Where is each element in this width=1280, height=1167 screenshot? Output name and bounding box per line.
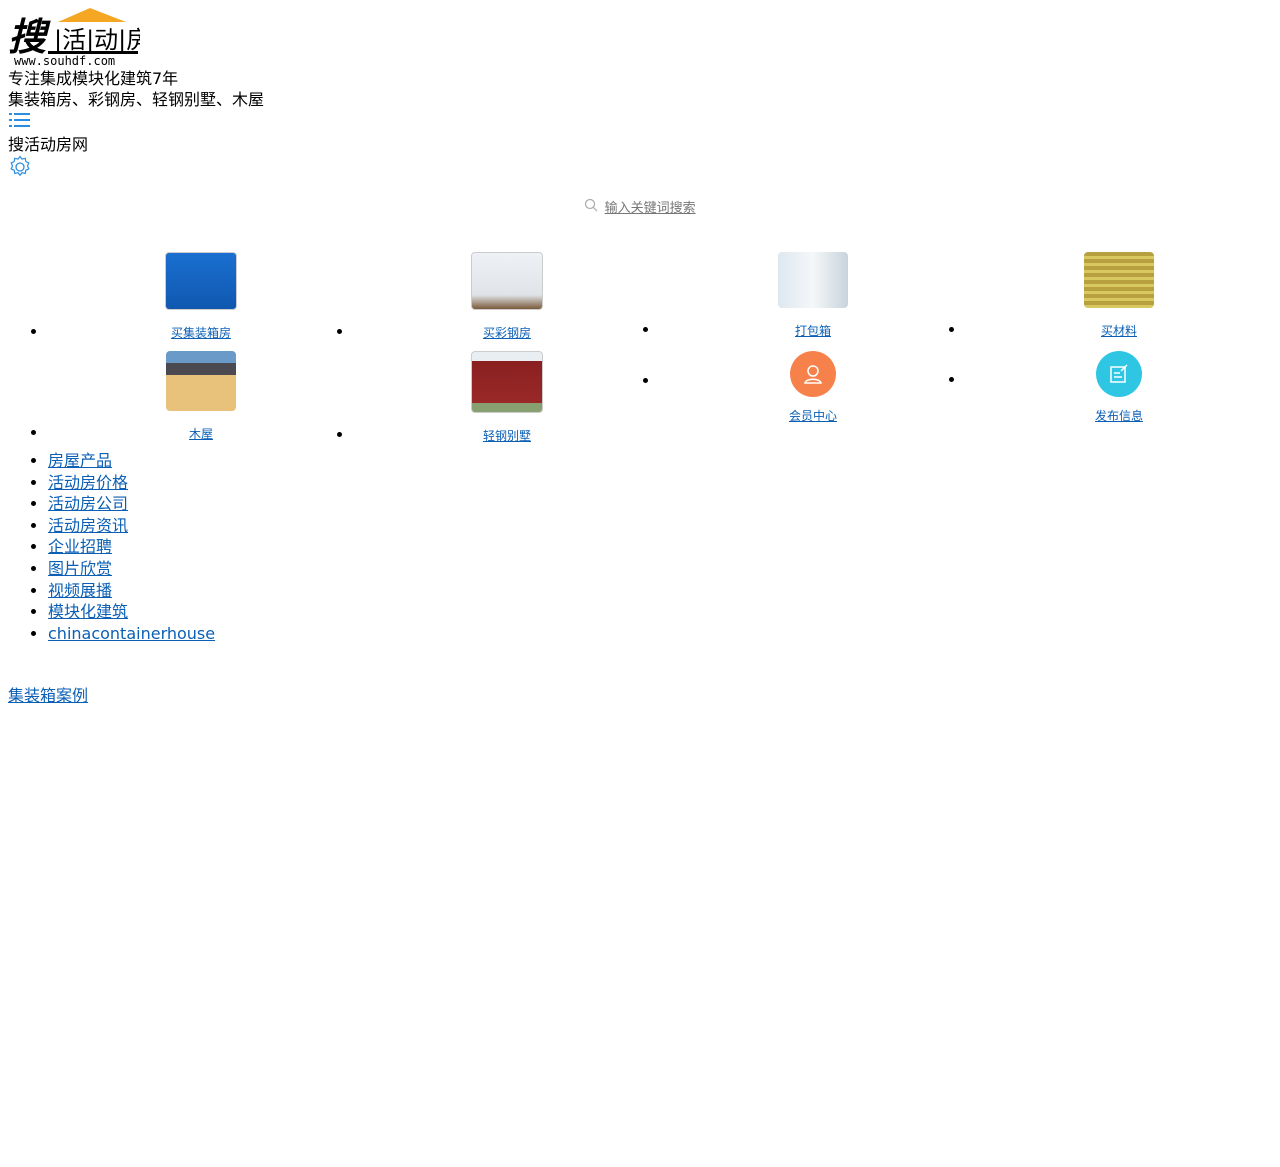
search-input[interactable]: 输入关键词搜索	[604, 201, 696, 216]
nav-item: 活动房价格	[48, 472, 1272, 494]
svg-text:搜: 搜	[8, 14, 51, 59]
nav-item: chinacontainerhouse	[48, 623, 1272, 645]
quick-links-grid: 买集装箱房 买彩钢房 打包箱 买材料 木屋 轻钢别墅 会员中心 发布信息	[8, 252, 1272, 444]
search-icon	[584, 198, 600, 216]
search-bar[interactable]: 输入关键词搜索	[8, 197, 1272, 216]
steel-house-image	[471, 252, 543, 310]
logo-url: www.souhdf.com	[14, 54, 115, 68]
nav-item: 活动房公司	[48, 493, 1272, 515]
slogan: 专注集成模块化建筑7年	[8, 69, 179, 88]
nav-item: 房屋产品	[48, 450, 1272, 472]
grid-item[interactable]: 买集装箱房	[48, 252, 354, 341]
grid-item[interactable]: 会员中心	[660, 351, 966, 444]
grid-item[interactable]: 发布信息	[966, 351, 1272, 444]
packed-container-image	[778, 252, 848, 308]
svg-text:|活|动|房: |活|动|房	[54, 26, 140, 54]
materials-image	[1084, 252, 1154, 308]
grid-item[interactable]: 木屋	[48, 351, 354, 444]
nav-item: 视频展播	[48, 580, 1272, 602]
grid-item[interactable]: 轻钢别墅	[354, 351, 660, 444]
menu-icon[interactable]	[8, 110, 1272, 134]
user-icon	[790, 351, 836, 397]
wooden-house-image	[166, 351, 236, 411]
site-logo[interactable]: 搜 |活|动|房 www.souhdf.com	[8, 8, 150, 68]
nav-item: 企业招聘	[48, 536, 1272, 558]
container-house-image	[165, 252, 237, 310]
site-name: 搜活动房网	[8, 135, 89, 154]
nav-item: 活动房资讯	[48, 515, 1272, 537]
container-case-link[interactable]: 集装箱案例	[8, 686, 89, 706]
nav-item: 图片欣赏	[48, 558, 1272, 580]
products-line: 集装箱房、彩钢房、轻钢别墅、木屋	[8, 90, 265, 109]
grid-item[interactable]: 打包箱	[660, 252, 966, 341]
edit-icon	[1096, 351, 1142, 397]
settings-gear-icon[interactable]	[8, 155, 1272, 179]
grid-item[interactable]: 买彩钢房	[354, 252, 660, 341]
nav-item: 模块化建筑	[48, 601, 1272, 623]
main-nav: 房屋产品 活动房价格 活动房公司 活动房资讯 企业招聘 图片欣赏 视频展播 模块…	[8, 450, 1272, 644]
villa-image	[471, 351, 543, 413]
grid-item[interactable]: 买材料	[966, 252, 1272, 341]
